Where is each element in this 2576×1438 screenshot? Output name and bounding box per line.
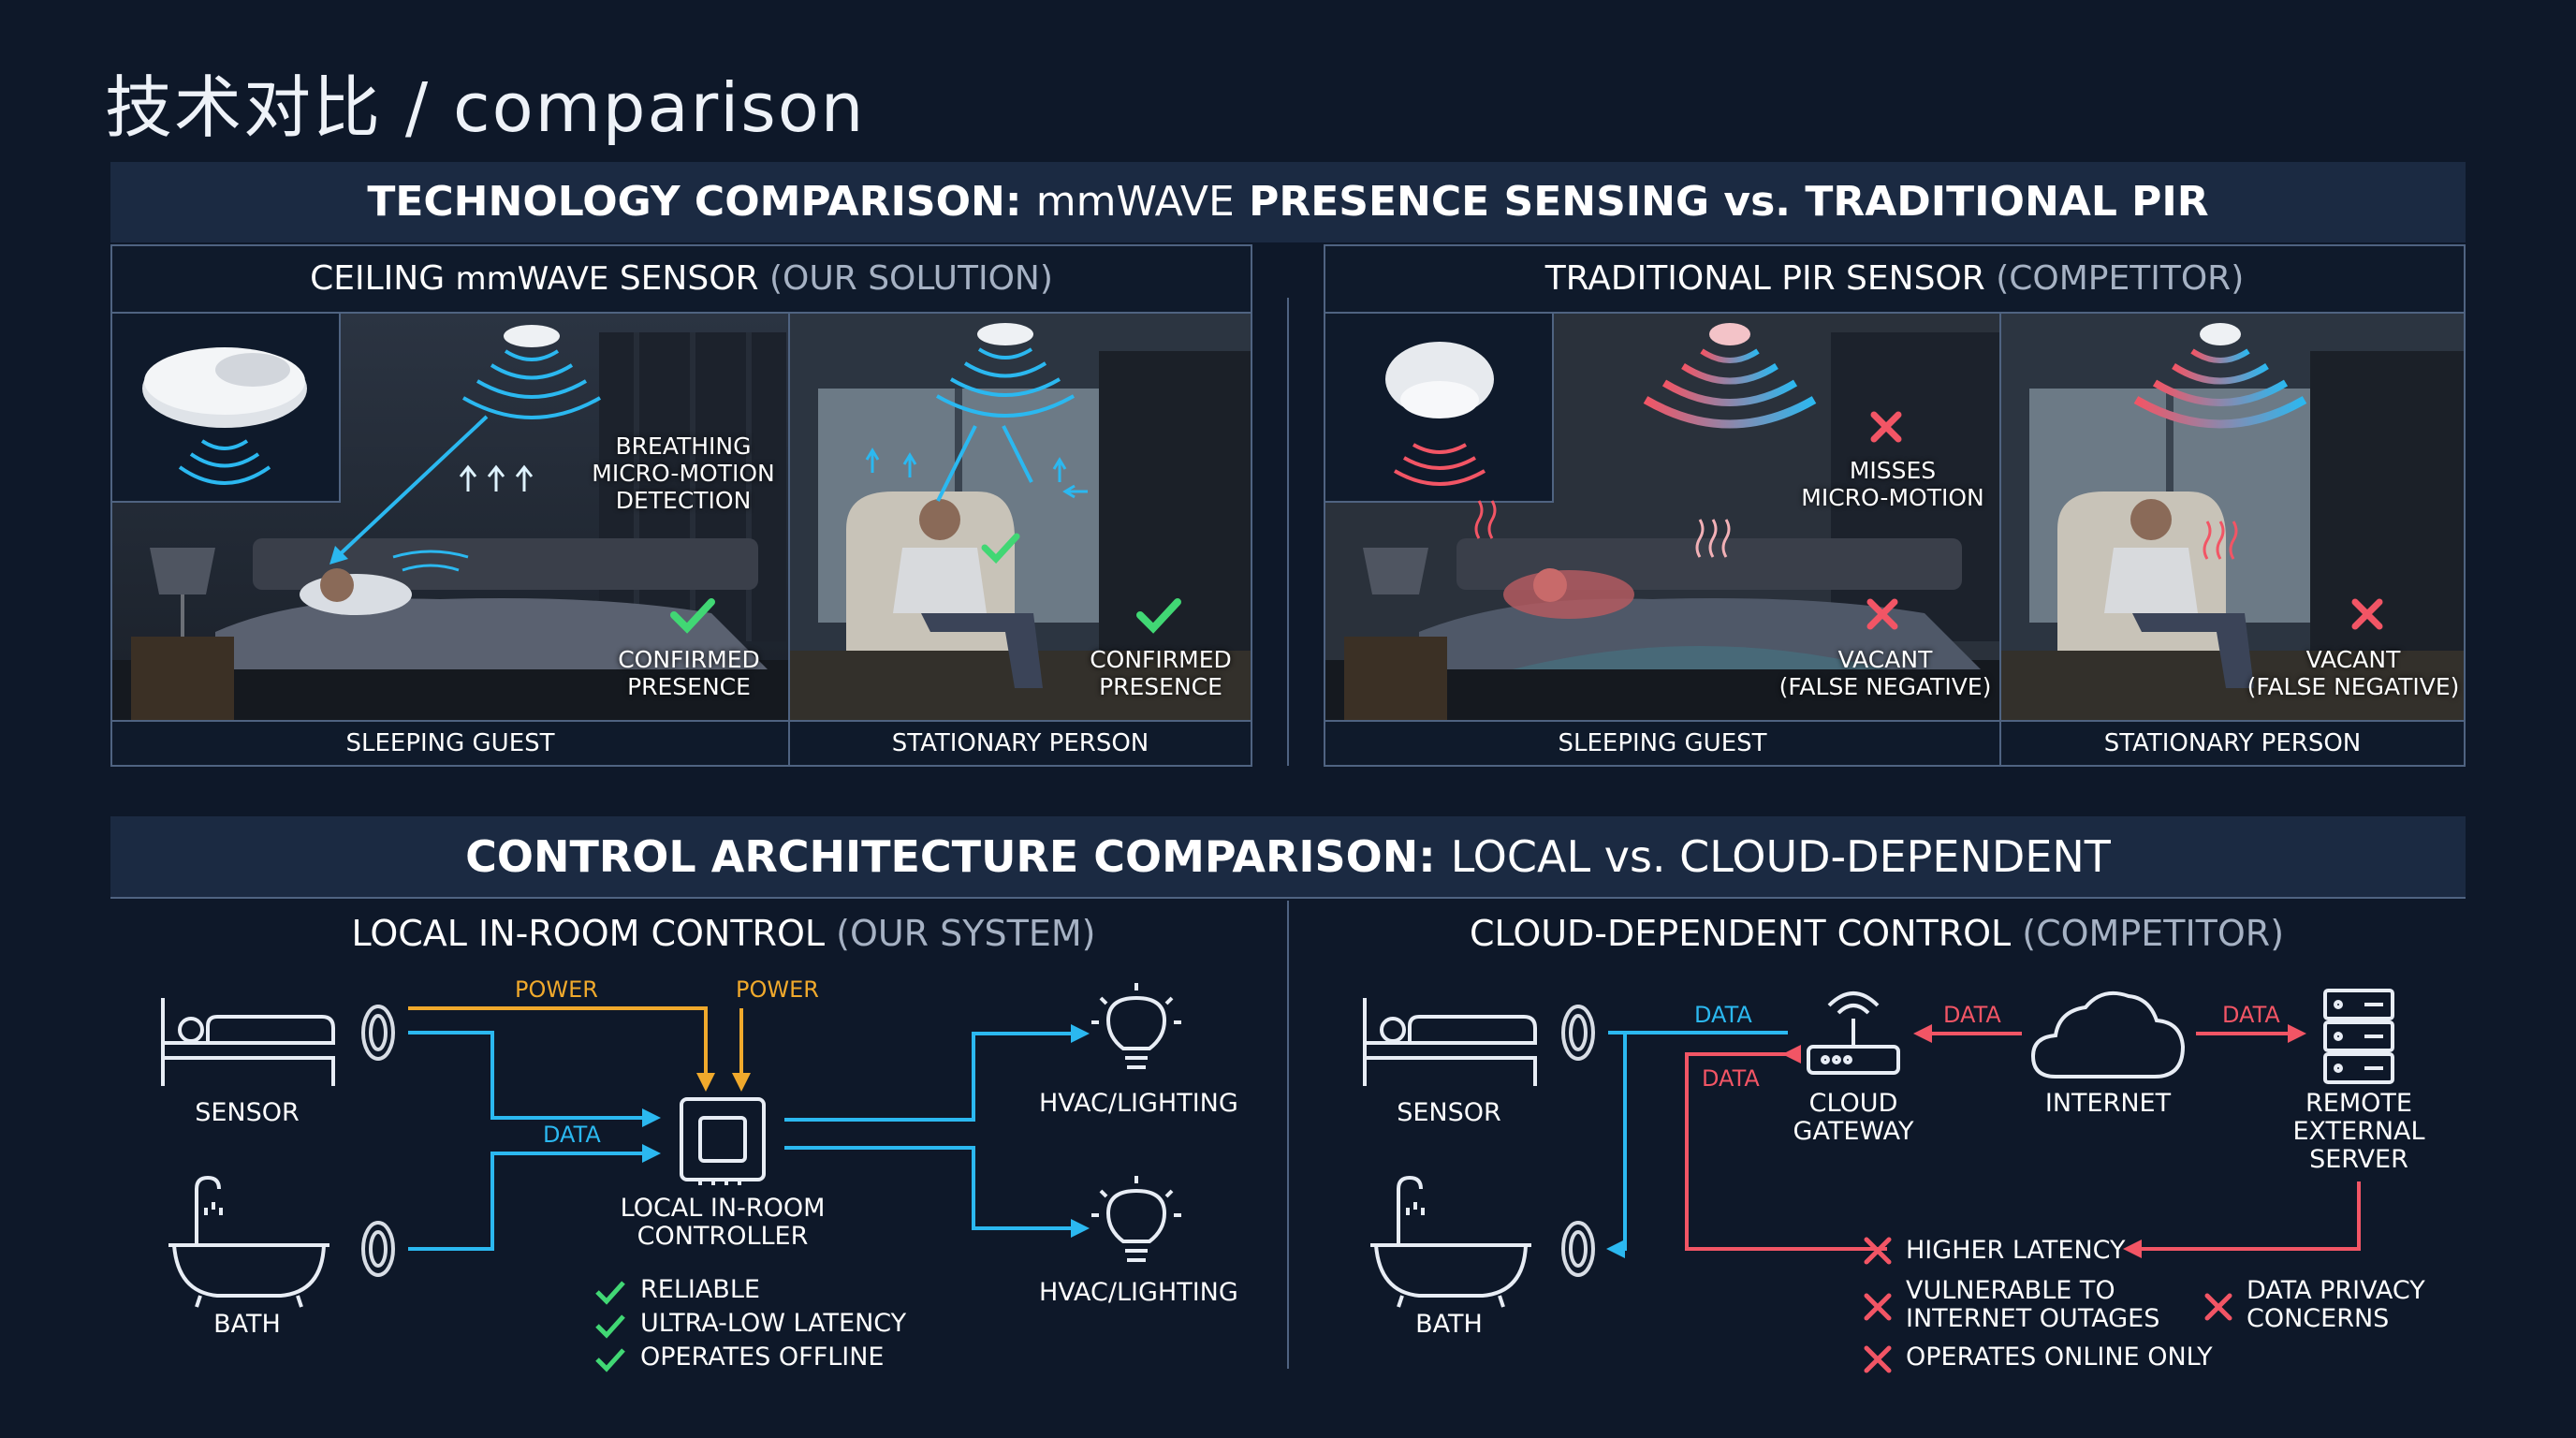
pir-stationary-caption: STATIONARY PERSON (1999, 720, 2464, 765)
cloud-data-label-red-1: DATA (1702, 1065, 1760, 1092)
page-title: 技术对比 / comparison (105, 68, 866, 147)
cloud-drawback-latency: HIGHER LATENCY (1906, 1236, 2126, 1265)
arch-comparison-band (110, 816, 2466, 899)
pir-sensor-inset (1325, 314, 1554, 503)
pir-sleeping-caption: SLEEPING GUEST (1325, 720, 1999, 765)
cloud-data-label-blue: DATA (1694, 1002, 1752, 1028)
local-section-title: LOCAL IN-ROOM CONTROL (OUR SYSTEM) (351, 913, 1096, 954)
pir-sleeping-waves (1474, 323, 1902, 630)
mmwave-sleeping-waves (329, 325, 715, 634)
bed-icon (1363, 998, 1537, 1086)
cloud-icon (2030, 991, 2186, 1078)
hvac-lighting-label-2: HVAC/LIGHTING (1039, 1278, 1238, 1307)
check-icon (595, 1314, 625, 1339)
light-bulb-icon (1091, 1176, 1181, 1262)
pir-sleeping-status: VACANT(FALSE NEGATIVE) (1778, 646, 1992, 700)
cloud-data-label-red-3: DATA (2222, 1002, 2280, 1028)
mmwave-armchair-illustration (790, 314, 1251, 720)
pir-stationary-status: VACANT(FALSE NEGATIVE) (2247, 646, 2460, 700)
x-icon (2204, 1293, 2232, 1321)
x-icon (1864, 1345, 1892, 1373)
pir-sleeping-scene (1325, 314, 1999, 720)
local-benefit-latency: ULTRA-LOW LATENCY (640, 1309, 907, 1338)
sensor-icon (1561, 1221, 1595, 1277)
server-icon (2323, 989, 2394, 1084)
sensor-icon (361, 1221, 395, 1277)
x-icon (1864, 1237, 1892, 1265)
x-icon (1870, 411, 1902, 443)
mmwave-stationary-waves (865, 323, 1181, 634)
light-bulb-icon (1091, 983, 1181, 1069)
cloud-drawback-online: OPERATES ONLINE ONLY (1906, 1343, 2213, 1372)
mmwave-panel-header: CEILING mmWAVE SENSOR (OUR SOLUTION) (112, 246, 1251, 314)
tech-divider (1287, 298, 1289, 766)
router-icon (1807, 991, 1900, 1075)
cloud-section-title: CLOUD-DEPENDENT CONTROL (COMPETITOR) (1469, 913, 2285, 954)
pir-stationary-waves (2133, 323, 2383, 630)
local-power-label-2: POWER (736, 976, 819, 1003)
check-icon (1136, 598, 1181, 634)
cloud-data-label-red-2: DATA (1943, 1002, 2001, 1028)
local-benefit-offline: OPERATES OFFLINE (640, 1343, 885, 1372)
arch-divider (1287, 901, 1289, 1369)
local-sensor-label: SENSOR (195, 1098, 300, 1127)
local-power-label-1: POWER (515, 976, 598, 1003)
tech-comparison-band (110, 162, 2466, 242)
pir-bedroom-illustration (1325, 314, 1999, 720)
check-icon (670, 598, 715, 634)
x-icon (1866, 598, 1898, 630)
controller-icon (680, 1097, 766, 1185)
sensor-icon (1561, 1005, 1595, 1061)
x-icon (1864, 1293, 1892, 1321)
bath-icon (1370, 1175, 1531, 1308)
x-icon (2351, 598, 2383, 630)
mmwave-stationary-caption: STATIONARY PERSON (788, 720, 1251, 765)
mmwave-sleeping-caption: SLEEPING GUEST (112, 720, 788, 765)
bath-icon (168, 1175, 329, 1308)
internet-label: INTERNET (2044, 1089, 2172, 1118)
pir-panel-header: TRADITIONAL PIR SENSOR (COMPETITOR) (1325, 246, 2464, 314)
tech-comparison-title: TECHNOLOGY COMPARISON: mmWAVE PRESENCE S… (367, 178, 2209, 226)
bed-icon (161, 998, 335, 1086)
local-data-label: DATA (543, 1122, 601, 1148)
check-icon (595, 1348, 625, 1372)
cloud-sensor-label: SENSOR (1397, 1098, 1501, 1127)
mmwave-stationary-scene (788, 314, 1251, 720)
sensor-icon (361, 1005, 395, 1061)
local-bath-label: BATH (213, 1310, 281, 1339)
check-icon (595, 1281, 625, 1305)
hvac-lighting-label-1: HVAC/LIGHTING (1039, 1089, 1238, 1118)
mmwave-sensor-inset (112, 314, 341, 503)
arch-comparison-title: CONTROL ARCHITECTURE COMPARISON: LOCAL v… (465, 831, 2111, 882)
cloud-bath-label: BATH (1415, 1310, 1483, 1339)
local-benefit-reliable: RELIABLE (640, 1275, 760, 1304)
